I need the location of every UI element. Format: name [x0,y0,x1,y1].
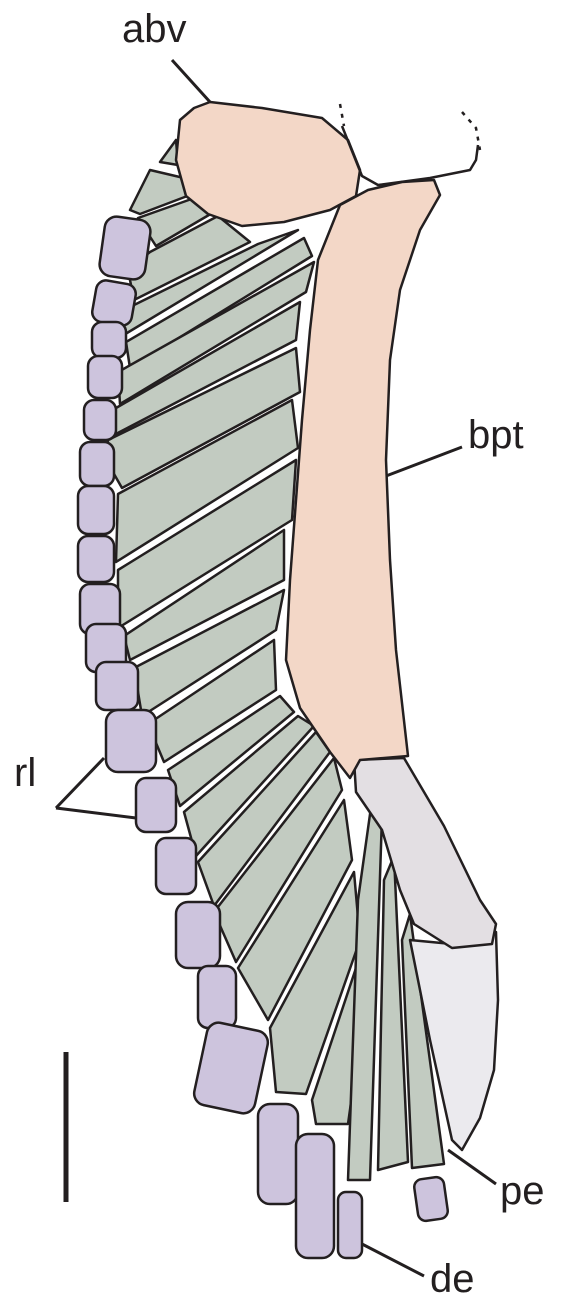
distal-radial [156,838,196,894]
distal-radial [176,902,220,968]
distal-radial [106,710,156,772]
radial [378,856,408,1170]
leader-bpt [386,447,462,476]
label-rl: rl [14,751,36,795]
distal-radial [91,279,138,327]
broken-edge-right [462,112,480,150]
distal-radial [98,215,152,281]
distal-radial [136,778,176,832]
distal-radial [338,1192,362,1258]
leader-de [362,1244,424,1276]
label-abv: abv [122,7,187,51]
axial-bone-abv [176,102,360,226]
label-bpt: bpt [468,413,524,457]
distal-radial [80,442,114,486]
distal-radial [88,356,122,398]
leader-rl-2 [56,808,136,818]
leader-pe [448,1150,496,1184]
distal-radial [92,322,126,358]
distal-radial [96,662,138,710]
distal-radial [78,486,114,534]
label-de: de [430,1257,475,1301]
distal-radial [84,400,116,440]
label-pe: pe [500,1169,545,1213]
distal-radial [258,1104,298,1204]
distal-radial [78,536,114,582]
distal-radial [413,1176,449,1222]
distal-radial [296,1134,334,1258]
broken-edge-left [340,104,344,126]
leader-abv [172,60,210,102]
distal-radial [198,966,236,1028]
distal-radial [192,1020,270,1115]
connecting-line [342,126,478,185]
leader-rl-1 [56,758,104,808]
